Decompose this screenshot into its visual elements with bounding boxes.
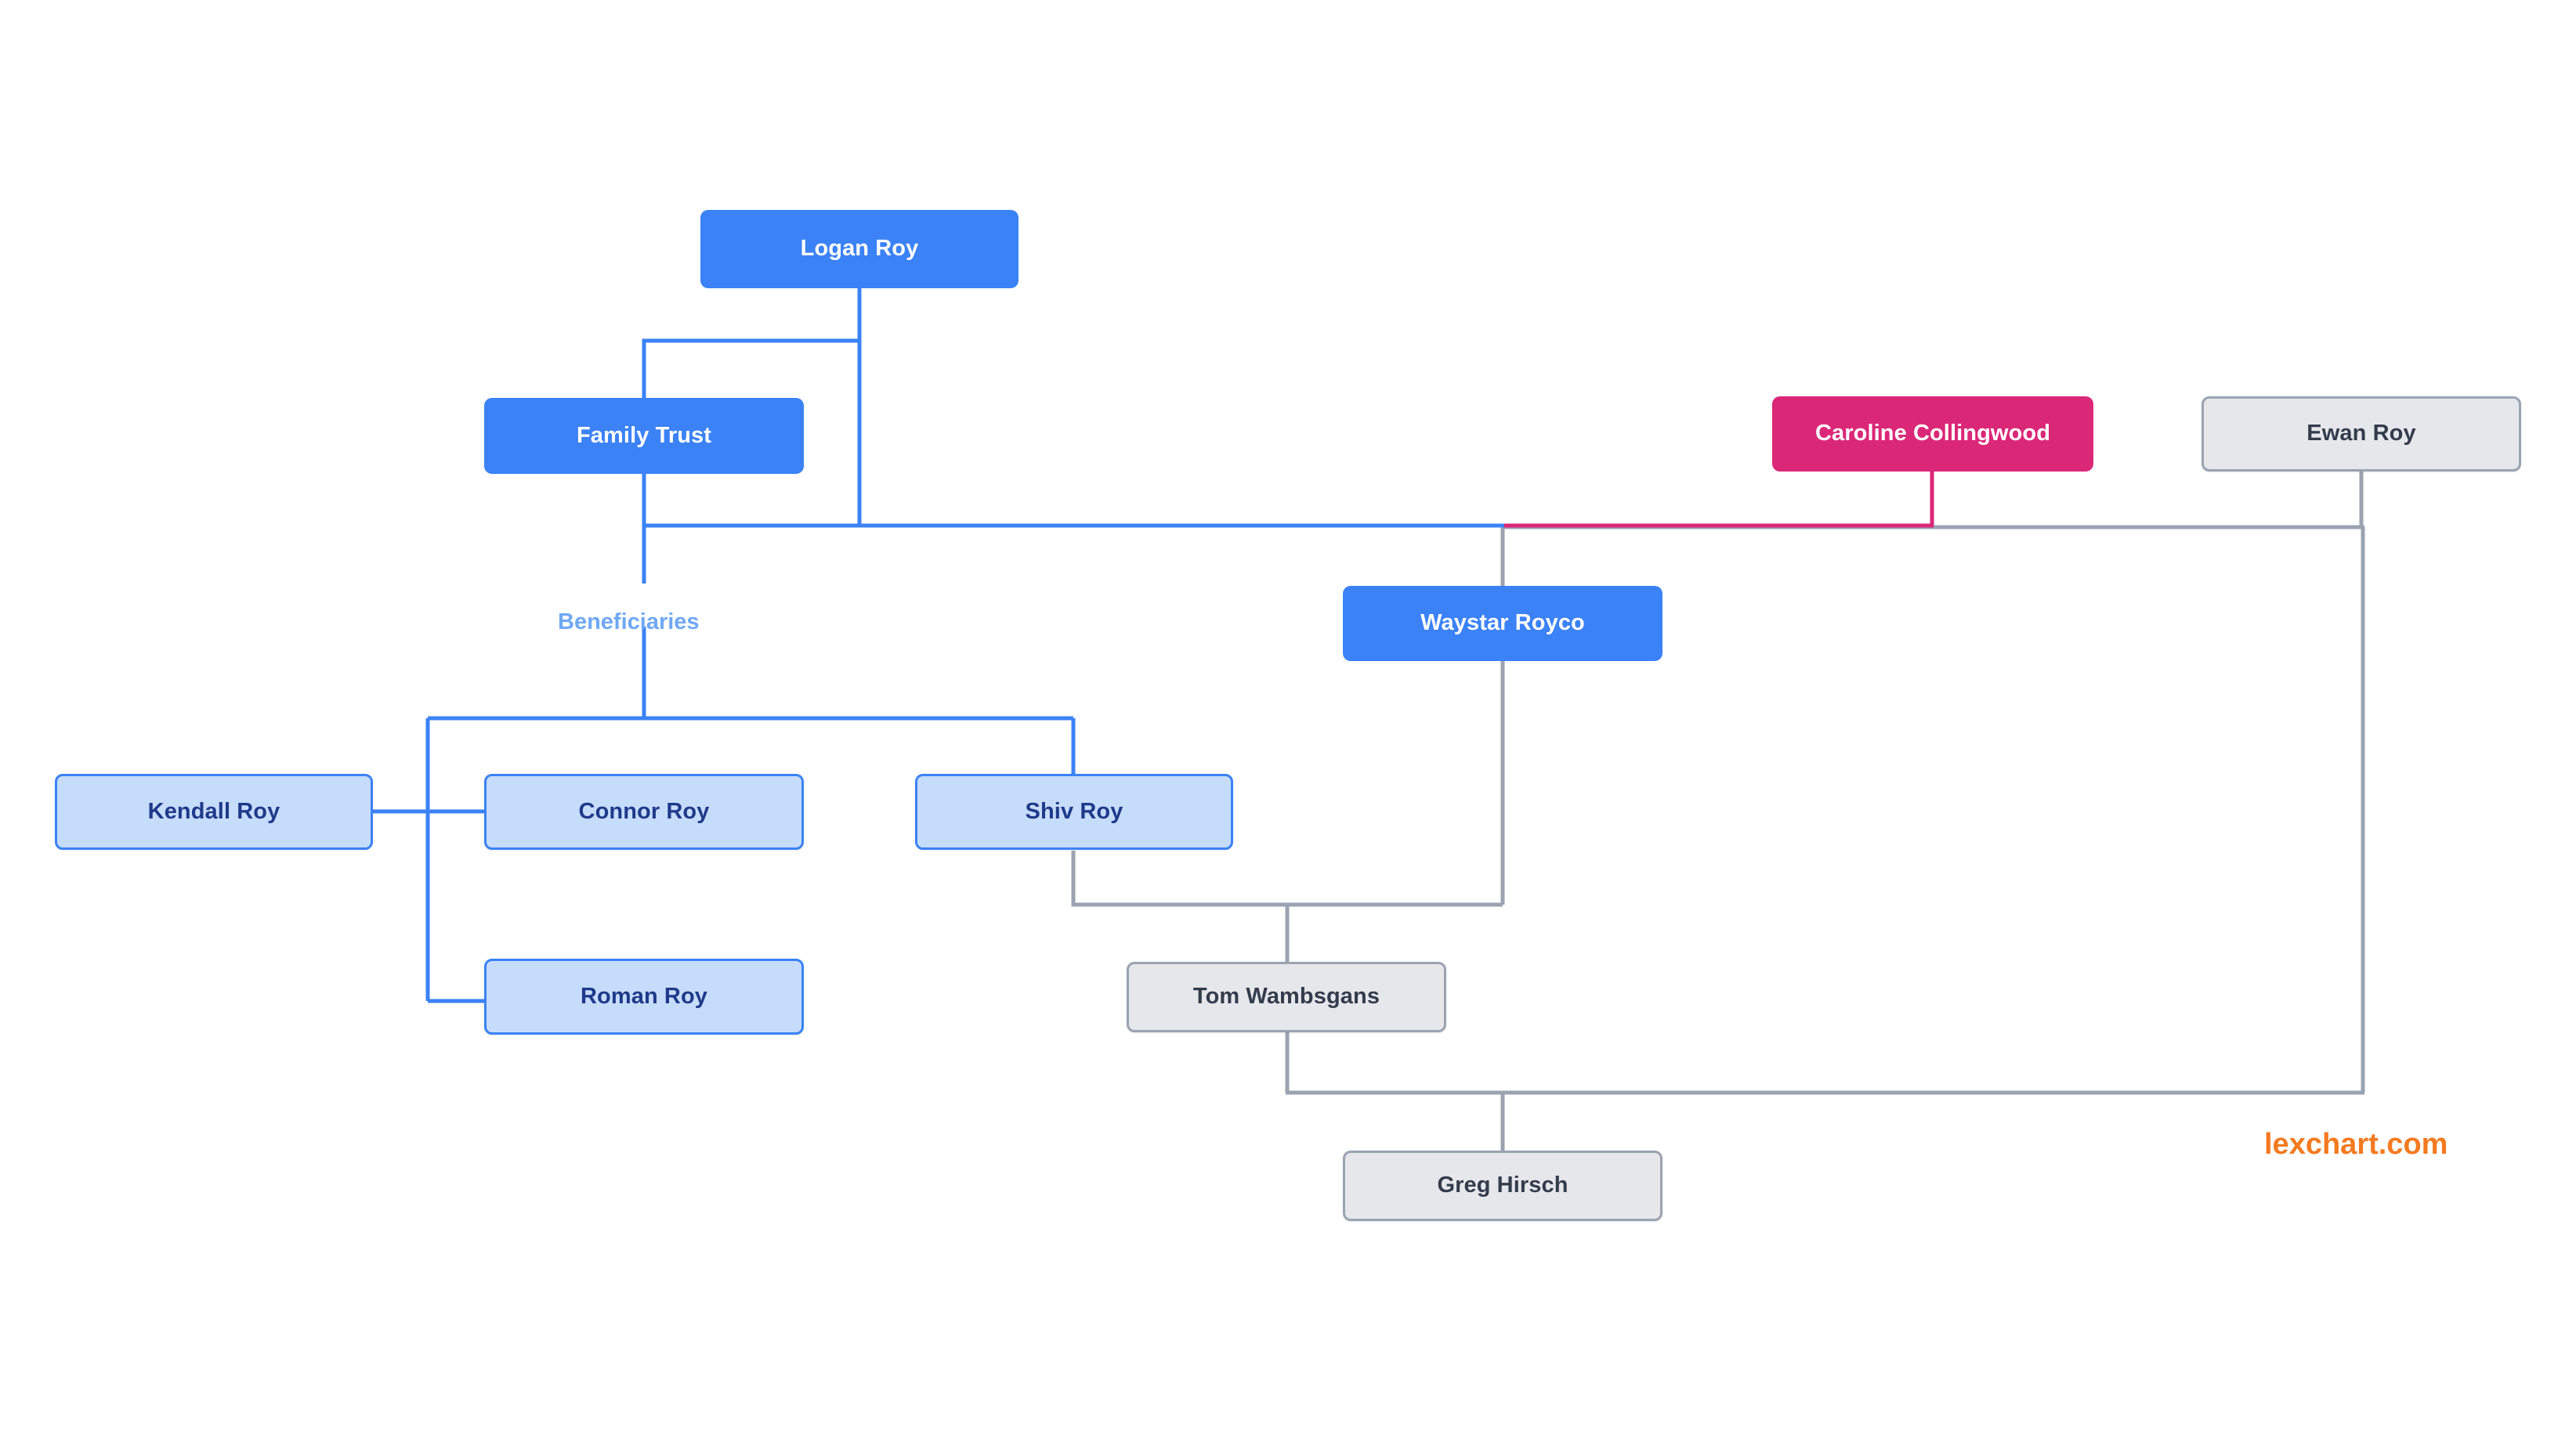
node-caroline[interactable]: Caroline Collingwood [1772, 396, 2093, 472]
node-label-shiv: Shiv Roy [1025, 798, 1123, 824]
blue-connectors [373, 288, 1504, 1003]
lexchart-watermark[interactable]: lexchart.com [2264, 1128, 2448, 1161]
node-label-logan: Logan Roy [800, 236, 919, 262]
node-label-caroline: Caroline Collingwood [1814, 421, 2051, 446]
node-ewan[interactable]: Ewan Roy [2202, 396, 2521, 472]
node-label-kendall: Kendall Roy [147, 798, 280, 824]
node-tom[interactable]: Tom Wambsgans [1127, 962, 1446, 1032]
edge-logan-to-trust [642, 288, 862, 398]
pink-connectors [1504, 472, 1934, 528]
node-trust[interactable]: Family Trust [484, 398, 804, 474]
node-label-trust: Family Trust [576, 422, 712, 448]
edge-shiv-to-tom [1071, 851, 1503, 907]
node-kendall[interactable]: Kendall Roy [55, 774, 373, 850]
node-label-ewan: Ewan Roy [2306, 421, 2416, 446]
node-label-waystar: Waystar Royco [1420, 610, 1585, 636]
edge-label-beneficiaries: Beneficiaries [558, 609, 700, 634]
node-label-connor: Connor Roy [578, 798, 710, 824]
node-connor[interactable]: Connor Roy [484, 774, 804, 850]
gray-connectors [1071, 472, 2365, 1151]
node-label-greg: Greg Hirsch [1437, 1173, 1568, 1198]
node-greg[interactable]: Greg Hirsch [1343, 1151, 1662, 1221]
node-label-tom: Tom Wambsgans [1192, 984, 1380, 1010]
node-logan[interactable]: Logan Roy [700, 210, 1018, 288]
node-waystar[interactable]: Waystar Royco [1343, 586, 1662, 661]
node-roman[interactable]: Roman Roy [484, 959, 804, 1035]
node-shiv[interactable]: Shiv Roy [915, 774, 1233, 850]
node-label-roman: Roman Roy [580, 983, 708, 1009]
